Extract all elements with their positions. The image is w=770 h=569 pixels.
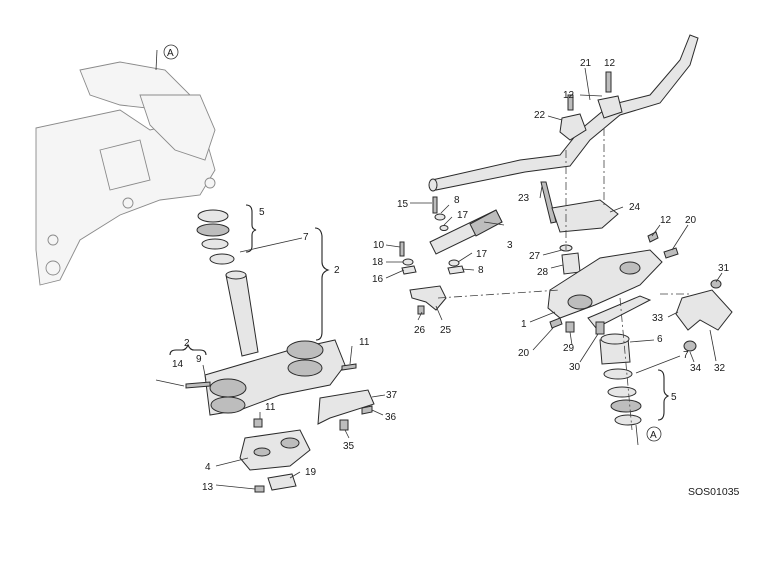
- callout-13: 13: [202, 482, 214, 493]
- marker-a-top: A: [167, 48, 174, 59]
- callout-8-top: 8: [454, 195, 460, 206]
- callout-2-left: 2: [184, 338, 190, 349]
- callout-11-lower: 11: [265, 402, 276, 413]
- steering-stem-assembly: [155, 44, 375, 493]
- callout-29: 29: [563, 343, 575, 354]
- callout-labels: A A 5 7 2 2 14 9 11 11 37 36 35 4 19 13 …: [167, 48, 740, 498]
- callout-3: 3: [507, 240, 513, 251]
- callout-25: 25: [440, 325, 452, 336]
- diagram-code: SOS01035: [688, 486, 740, 498]
- callout-17-bottom: 17: [476, 249, 488, 260]
- callout-35: 35: [343, 441, 355, 452]
- callout-20-left: 20: [518, 348, 530, 359]
- callout-7-left: 7: [303, 232, 309, 243]
- handlebar-assembly: [399, 34, 733, 446]
- callout-36: 36: [385, 412, 397, 423]
- leader-lines-right: [385, 67, 723, 374]
- callout-19: 19: [305, 467, 317, 478]
- callout-12-top-right: 12: [604, 58, 616, 69]
- callout-23: 23: [518, 193, 530, 204]
- callout-22: 22: [534, 110, 546, 121]
- callout-10: 10: [373, 240, 385, 251]
- callout-6: 6: [657, 334, 663, 345]
- callout-32: 32: [714, 363, 726, 374]
- callout-27: 27: [529, 251, 541, 262]
- callout-20-right: 20: [685, 215, 697, 226]
- callout-2-right: 2: [334, 265, 340, 276]
- callout-34: 34: [690, 363, 702, 374]
- callout-5-left: 5: [259, 207, 265, 218]
- callout-7-right: 7: [683, 350, 689, 361]
- callout-16: 16: [372, 274, 384, 285]
- callout-4: 4: [205, 462, 211, 473]
- callout-12-mid: 12: [660, 215, 672, 226]
- callout-30: 30: [569, 362, 581, 373]
- callout-17-top: 17: [457, 210, 469, 221]
- callout-24: 24: [629, 202, 641, 213]
- callout-33: 33: [652, 313, 664, 324]
- motorcycle-frame: [35, 61, 216, 286]
- leader-lines-left: [155, 237, 386, 490]
- callout-5-right: 5: [671, 392, 677, 403]
- callout-28: 28: [537, 267, 549, 278]
- callout-9: 9: [196, 354, 202, 365]
- marker-a-bottom: A: [650, 430, 657, 441]
- callout-14: 14: [172, 359, 184, 370]
- callout-31: 31: [718, 263, 730, 274]
- callout-11-right: 11: [359, 337, 370, 348]
- callout-12-top-left: 12: [563, 90, 575, 101]
- callout-1: 1: [521, 319, 527, 330]
- callout-8-bottom: 8: [478, 265, 484, 276]
- callout-37: 37: [386, 390, 398, 401]
- callout-18: 18: [372, 257, 384, 268]
- callout-21: 21: [580, 58, 592, 69]
- callout-26: 26: [414, 325, 426, 336]
- callout-15: 15: [397, 199, 409, 210]
